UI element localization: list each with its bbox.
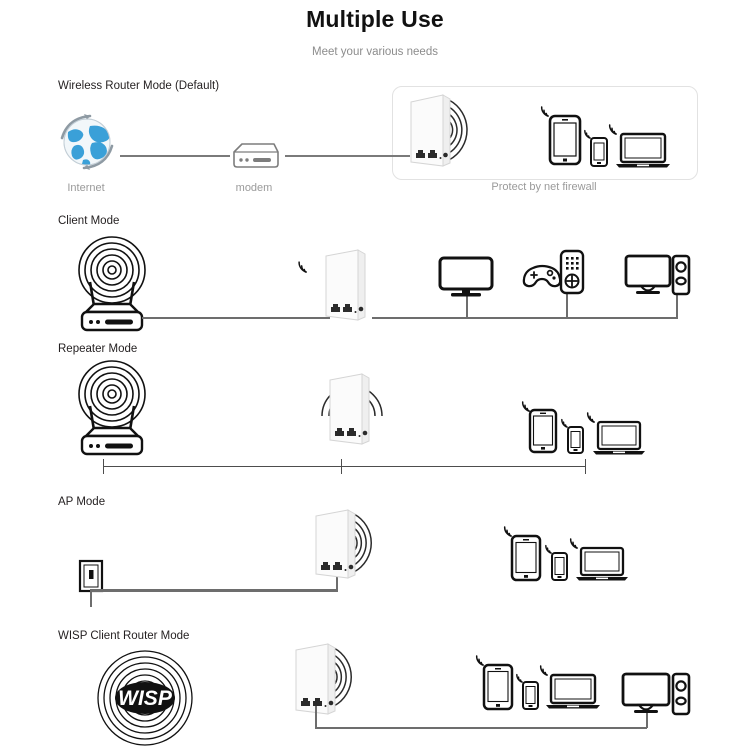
wall-ethernet-jack-icon xyxy=(78,559,104,593)
bus-line-client-mode xyxy=(372,317,678,319)
wisp-badge-label: WISP xyxy=(118,687,173,710)
router-device-wireless-router-mode xyxy=(405,92,501,174)
internet-globe-icon xyxy=(52,112,122,176)
phone-icon-wisp xyxy=(521,680,540,711)
page-subtitle: Meet your various needs xyxy=(312,46,438,58)
drop-line-desktop xyxy=(676,292,678,318)
game-remote-icon xyxy=(558,249,586,295)
phone-icon xyxy=(589,136,609,168)
cable-router-vertical-ap xyxy=(336,570,338,590)
cable-router-vertical-wisp xyxy=(315,706,317,728)
wifi-arc-router-client xyxy=(297,258,315,276)
wifi-arc-laptop-wisp xyxy=(539,662,555,678)
router-device-client-mode xyxy=(320,248,380,328)
cable-jack-horizontal xyxy=(90,590,338,592)
coverage-tick-start xyxy=(103,459,105,474)
wifi-arc-tablet xyxy=(540,103,556,119)
drop-line-console xyxy=(566,292,568,318)
link-modem-router xyxy=(285,155,410,157)
drop-line-tv xyxy=(466,292,468,318)
router-device-repeater-mode xyxy=(312,360,392,452)
link-ap-router-client xyxy=(142,317,330,319)
wisp-badge-icon: WISP xyxy=(95,648,195,748)
desktop-computer-icon-wisp xyxy=(621,672,691,718)
tv-monitor-icon xyxy=(437,256,495,298)
cable-jack-run xyxy=(90,589,338,591)
laptop-icon-wisp xyxy=(545,673,601,713)
internet-label: Internet xyxy=(67,182,105,194)
modem-icon xyxy=(228,140,280,172)
tablet-icon xyxy=(548,114,582,166)
tablet-icon-repeater xyxy=(528,408,558,454)
laptop-icon xyxy=(615,132,671,170)
coverage-tick-middle xyxy=(341,459,343,474)
wifi-arc-laptop-ap xyxy=(569,535,585,551)
section-label-wisp-mode: WISP Client Router Mode xyxy=(58,630,190,642)
wifi-arc-phone xyxy=(583,127,597,141)
tablet-icon-wisp xyxy=(482,663,514,711)
phone-icon-repeater xyxy=(566,425,585,455)
wifi-arc-tablet-wisp xyxy=(475,652,491,668)
coverage-span-line xyxy=(103,466,586,468)
cable-run-wisp xyxy=(315,727,647,729)
game-controller-icon xyxy=(522,256,563,292)
wifi-arc-tablet-repeater xyxy=(521,398,537,414)
laptop-icon-repeater xyxy=(592,420,646,458)
wifi-arc-phone-repeater xyxy=(560,416,574,430)
coverage-tick-end xyxy=(585,459,587,474)
laptop-icon-ap xyxy=(575,546,629,584)
section-label-wireless-router-mode: Wireless Router Mode (Default) xyxy=(58,80,220,92)
tablet-icon-ap xyxy=(510,534,542,582)
desktop-computer-icon xyxy=(624,254,691,298)
firewall-caption: Protect by net firewall xyxy=(491,181,597,193)
cable-desktop-vertical-wisp xyxy=(646,713,648,728)
wifi-arc-tablet-ap xyxy=(503,523,519,539)
page-title: Multiple Use xyxy=(306,6,444,32)
wifi-arc-phone-ap xyxy=(544,542,558,556)
wireless-ap-tower-icon-client xyxy=(60,234,164,332)
section-label-client-mode: Client Mode xyxy=(58,215,120,227)
wifi-arc-phone-wisp xyxy=(515,671,529,685)
router-device-ap-mode xyxy=(310,508,406,586)
section-label-ap-mode: AP Mode xyxy=(58,496,106,508)
phone-icon-ap xyxy=(550,551,569,582)
modem-label: modem xyxy=(235,182,273,194)
wifi-arc-laptop xyxy=(608,121,624,137)
router-device-wisp-mode xyxy=(290,640,386,722)
cable-jack-vertical xyxy=(90,590,92,607)
link-internet-modem xyxy=(120,155,230,157)
wireless-ap-tower-icon-repeater xyxy=(60,358,164,456)
wifi-arc-laptop-repeater xyxy=(586,409,602,425)
section-label-repeater-mode: Repeater Mode xyxy=(58,343,138,355)
